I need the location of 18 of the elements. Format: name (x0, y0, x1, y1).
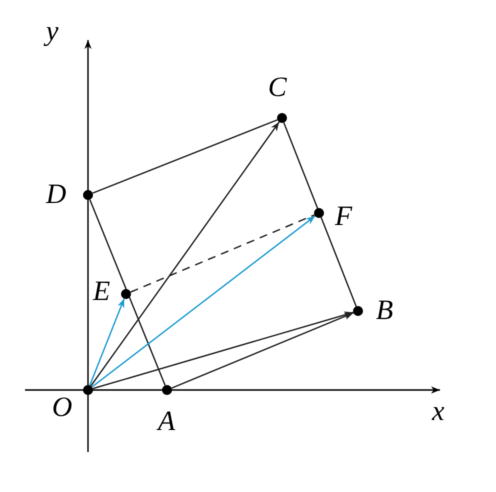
line-segment (283, 122, 357, 307)
point-label: F (335, 203, 352, 231)
axis-label: y (46, 18, 58, 46)
axis-label: x (432, 398, 444, 426)
point-label: E (93, 278, 110, 306)
arrow (171, 312, 354, 389)
line-segment (89, 199, 166, 386)
line-segment (130, 214, 315, 293)
point-label: C (268, 74, 287, 102)
arrow (90, 122, 280, 386)
arrow (92, 215, 316, 388)
arrow (89, 298, 125, 386)
point-label: O (52, 394, 72, 422)
point-label: B (376, 297, 394, 325)
arrow (92, 311, 354, 390)
point-label: D (46, 181, 66, 209)
line-segment (92, 119, 278, 194)
point-label: A (158, 408, 176, 436)
